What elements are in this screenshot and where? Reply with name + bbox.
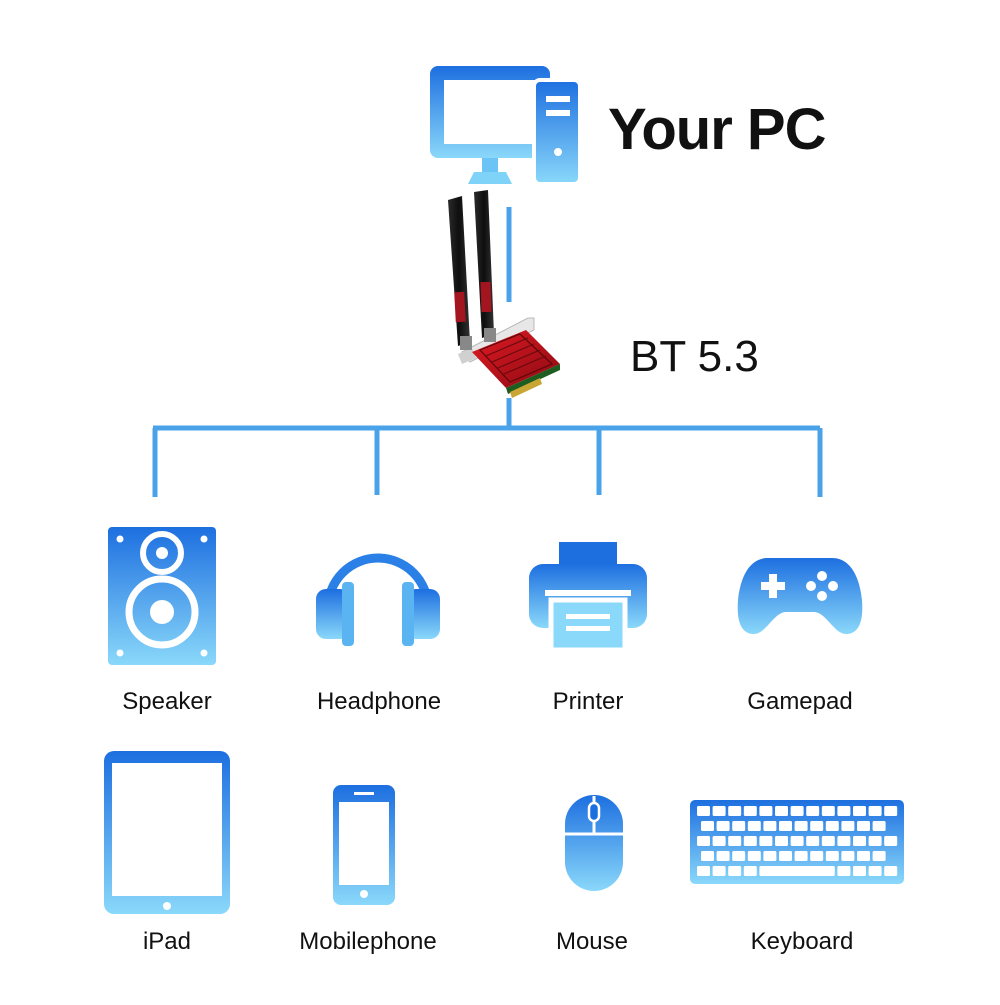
- device-label-mobilephone: Mobilephone: [299, 928, 437, 955]
- keyboard-key: [775, 836, 788, 846]
- keyboard-key: [790, 806, 804, 816]
- bluetooth-adapter-image: [448, 190, 560, 398]
- keyboard-key: [728, 836, 742, 846]
- ipad-icon: [104, 751, 230, 914]
- keyboard-key: [743, 866, 757, 876]
- keyboard-key: [884, 836, 898, 846]
- keyboard-spacebar: [759, 866, 835, 876]
- keyboard-key: [868, 806, 882, 816]
- keyboard-key: [810, 821, 824, 831]
- keyboard-key: [853, 866, 866, 876]
- keyboard-key: [728, 866, 742, 876]
- keyboard-key: [697, 806, 710, 816]
- keyboard-key: [806, 806, 820, 816]
- keyboard-key: [732, 851, 746, 861]
- keyboard-key: [743, 836, 757, 846]
- gamepad-icon: [737, 558, 863, 634]
- keyboard-key: [806, 836, 820, 846]
- pc-icon: [430, 66, 582, 186]
- keyboard-key: [794, 821, 808, 831]
- keyboard-icon: [690, 800, 904, 884]
- keyboard-key: [884, 866, 898, 876]
- keyboard-key: [857, 851, 870, 861]
- device-label-speaker: Speaker: [122, 688, 212, 715]
- keyboard-key: [853, 836, 866, 846]
- keyboard-key: [775, 806, 788, 816]
- keyboard-key: [825, 851, 839, 861]
- keyboard-key: [759, 806, 773, 816]
- headphone-icon: [316, 553, 440, 646]
- keyboard-keys: [697, 806, 898, 876]
- device-label-ipad: iPad: [142, 928, 192, 955]
- keyboard-key: [837, 836, 851, 846]
- keyboard-key: [763, 851, 777, 861]
- keyboard-key: [790, 836, 804, 846]
- keyboard-key: [712, 866, 726, 876]
- device-label-headphone: Headphone: [316, 688, 442, 715]
- keyboard-key: [868, 836, 882, 846]
- mobilephone-icon: [333, 785, 395, 905]
- keyboard-key: [794, 851, 808, 861]
- keyboard-key: [701, 821, 714, 831]
- keyboard-key: [697, 836, 710, 846]
- adapter-label: BT 5.3: [630, 332, 759, 381]
- keyboard-key: [853, 806, 866, 816]
- keyboard-key: [743, 806, 757, 816]
- keyboard-key: [821, 806, 835, 816]
- keyboard-key: [701, 851, 714, 861]
- keyboard-key: [872, 851, 886, 861]
- keyboard-key: [779, 821, 792, 831]
- keyboard-key: [821, 836, 835, 846]
- keyboard-key: [763, 821, 777, 831]
- keyboard-key: [697, 866, 710, 876]
- connector-lines: [152, 207, 823, 497]
- keyboard-key: [747, 851, 761, 861]
- keyboard-key: [779, 851, 792, 861]
- device-label-printer: Printer: [552, 688, 624, 715]
- keyboard-key: [732, 821, 746, 831]
- keyboard-key: [759, 836, 773, 846]
- keyboard-key: [747, 821, 761, 831]
- keyboard-key: [825, 821, 839, 831]
- keyboard-key: [716, 851, 730, 861]
- keyboard-key: [841, 821, 855, 831]
- device-label-gamepad: Gamepad: [747, 688, 853, 715]
- keyboard-key: [872, 821, 886, 831]
- keyboard-key: [857, 821, 870, 831]
- keyboard-key: [728, 806, 742, 816]
- keyboard-key: [837, 866, 851, 876]
- keyboard-key: [837, 806, 851, 816]
- keyboard-key: [884, 806, 898, 816]
- device-label-mouse: Mouse: [555, 928, 629, 955]
- speaker-icon: [108, 527, 216, 665]
- keyboard-key: [716, 821, 730, 831]
- keyboard-key: [810, 851, 824, 861]
- pc-title: Your PC: [608, 97, 826, 162]
- printer-icon: [529, 542, 647, 653]
- keyboard-key: [712, 806, 726, 816]
- mouse-icon: [565, 795, 623, 891]
- device-label-keyboard: Keyboard: [750, 928, 854, 955]
- keyboard-key: [841, 851, 855, 861]
- keyboard-key: [868, 866, 882, 876]
- keyboard-key: [712, 836, 726, 846]
